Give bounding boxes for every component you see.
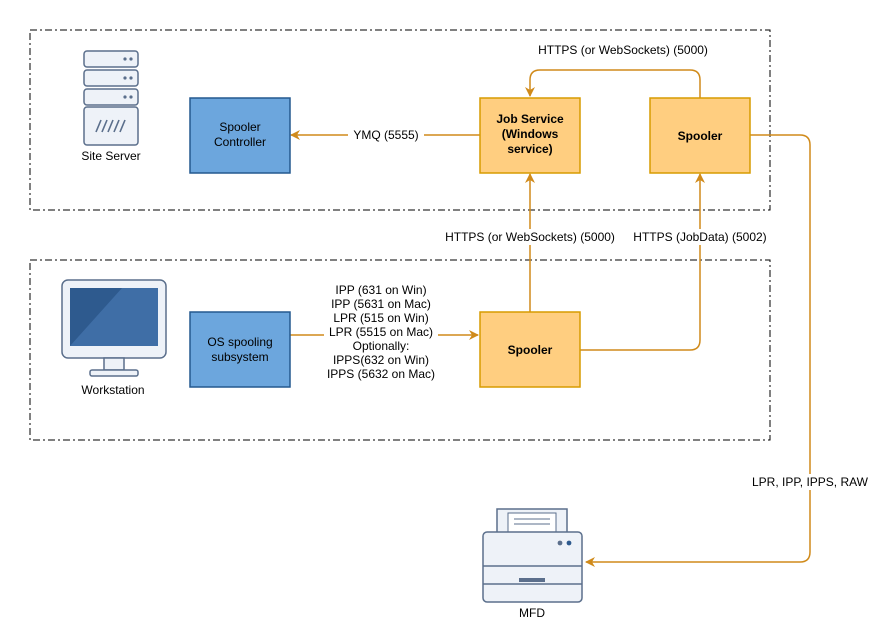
protocol-line: Optionally: — [353, 339, 410, 353]
workstation-monitor-icon — [61, 279, 167, 377]
workstation-spooler-label: Spooler — [508, 343, 553, 357]
protocol-line: IPP (631 on Win) — [335, 283, 426, 297]
os-spooling-node: OS spooling subsystem — [189, 311, 291, 388]
top-https-label: HTTPS (or WebSockets) (5000) — [538, 43, 708, 57]
mfd-label: MFD — [519, 606, 545, 620]
top-https-connector — [525, 69, 701, 98]
printer-icon — [482, 508, 583, 603]
jobdata-label: HTTPS (JobData) (5002) — [633, 230, 766, 244]
protocol-line: LPR (515 on Win) — [333, 311, 428, 325]
os-spooling-line1: OS spooling — [207, 335, 272, 349]
job-service-line2: (Windows — [502, 127, 559, 141]
job-service-node: Job Service (Windows service) — [479, 97, 581, 174]
spooler-controller-line1: Spooler — [219, 120, 260, 134]
protocol-line: IPP (5631 on Mac) — [331, 297, 431, 311]
mfd-protocols-label: LPR, IPP, IPPS, RAW — [752, 475, 869, 489]
os-spooling-line2: subsystem — [211, 350, 268, 364]
mid-https-label: HTTPS (or WebSockets) (5000) — [445, 230, 615, 244]
workstation-label: Workstation — [81, 383, 144, 397]
server-icon — [83, 50, 139, 146]
site-server-zone — [29, 29, 771, 211]
jobdata-connector — [580, 173, 705, 351]
protocol-list: IPP (631 on Win) IPP (5631 on Mac) LPR (… — [327, 283, 435, 381]
mfd-connector — [585, 134, 811, 567]
protocol-line: IPPS(632 on Win) — [333, 353, 429, 367]
protocol-line: IPPS (5632 on Mac) — [327, 367, 435, 381]
protocol-line: LPR (5515 on Mac) — [329, 325, 433, 339]
site-server-label: Site Server — [81, 149, 140, 163]
ymq-label: YMQ (5555) — [353, 128, 418, 142]
site-spooler-node: Spooler — [649, 97, 751, 174]
spooler-controller-line2: Controller — [214, 135, 266, 149]
site-spooler-label: Spooler — [678, 129, 723, 143]
spooler-controller-node: Spooler Controller — [189, 97, 291, 174]
job-service-line1: Job Service — [496, 112, 564, 126]
workstation-spooler-node: Spooler — [479, 311, 581, 388]
workstation-zone — [29, 259, 771, 441]
job-service-line3: service) — [507, 142, 552, 156]
